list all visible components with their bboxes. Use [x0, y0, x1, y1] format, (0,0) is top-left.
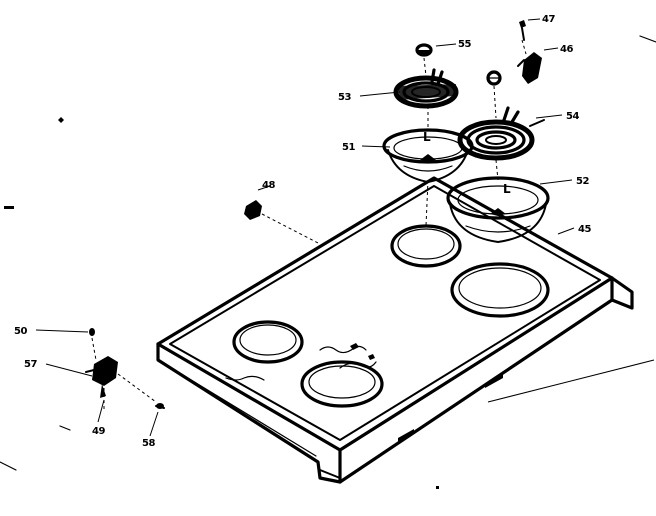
- surface-element-small: [393, 68, 459, 109]
- drip-pan-large: L: [446, 176, 550, 243]
- callout-47: 47: [542, 14, 555, 25]
- callout-51: 51: [342, 142, 355, 153]
- burner-opening-front-left: [232, 320, 304, 364]
- receptacle-left: [244, 200, 262, 220]
- screw-lower-left: [89, 328, 95, 336]
- svg-text:L: L: [503, 182, 511, 196]
- surface-element-large: [457, 106, 545, 161]
- callout-labels: 47 46 55 53 54 51 52 48 45 50 57 49 58: [14, 14, 592, 449]
- callout-49: 49: [92, 426, 105, 437]
- receptacle-top-right: [517, 52, 542, 84]
- receptacle-bracket-lower: [85, 356, 118, 398]
- burner-opening-rear-left: [390, 224, 462, 268]
- callout-53: 53: [338, 92, 351, 103]
- element-terminal-cap-right: [486, 70, 502, 86]
- svg-text:L: L: [423, 130, 431, 144]
- callout-45: 45: [578, 224, 591, 235]
- assembly-lines: [91, 39, 527, 410]
- callout-54: 54: [566, 111, 579, 122]
- burner-opening-rear-right: [450, 262, 550, 318]
- burner-opening-front-right: [300, 360, 384, 408]
- callout-52: 52: [576, 176, 589, 187]
- callout-50: 50: [14, 326, 27, 337]
- scan-specks: [0, 35, 656, 489]
- callout-57: 57: [24, 359, 37, 370]
- callout-46: 46: [560, 44, 573, 55]
- screw-lower-right: [155, 403, 165, 409]
- screw-top: [519, 20, 526, 41]
- callout-48: 48: [262, 180, 275, 191]
- cooktop-panel: [156, 176, 634, 484]
- element-terminal-cap-left: [415, 43, 433, 57]
- callout-58: 58: [142, 438, 155, 449]
- leader-lines: [35, 18, 655, 437]
- callout-55: 55: [458, 39, 471, 50]
